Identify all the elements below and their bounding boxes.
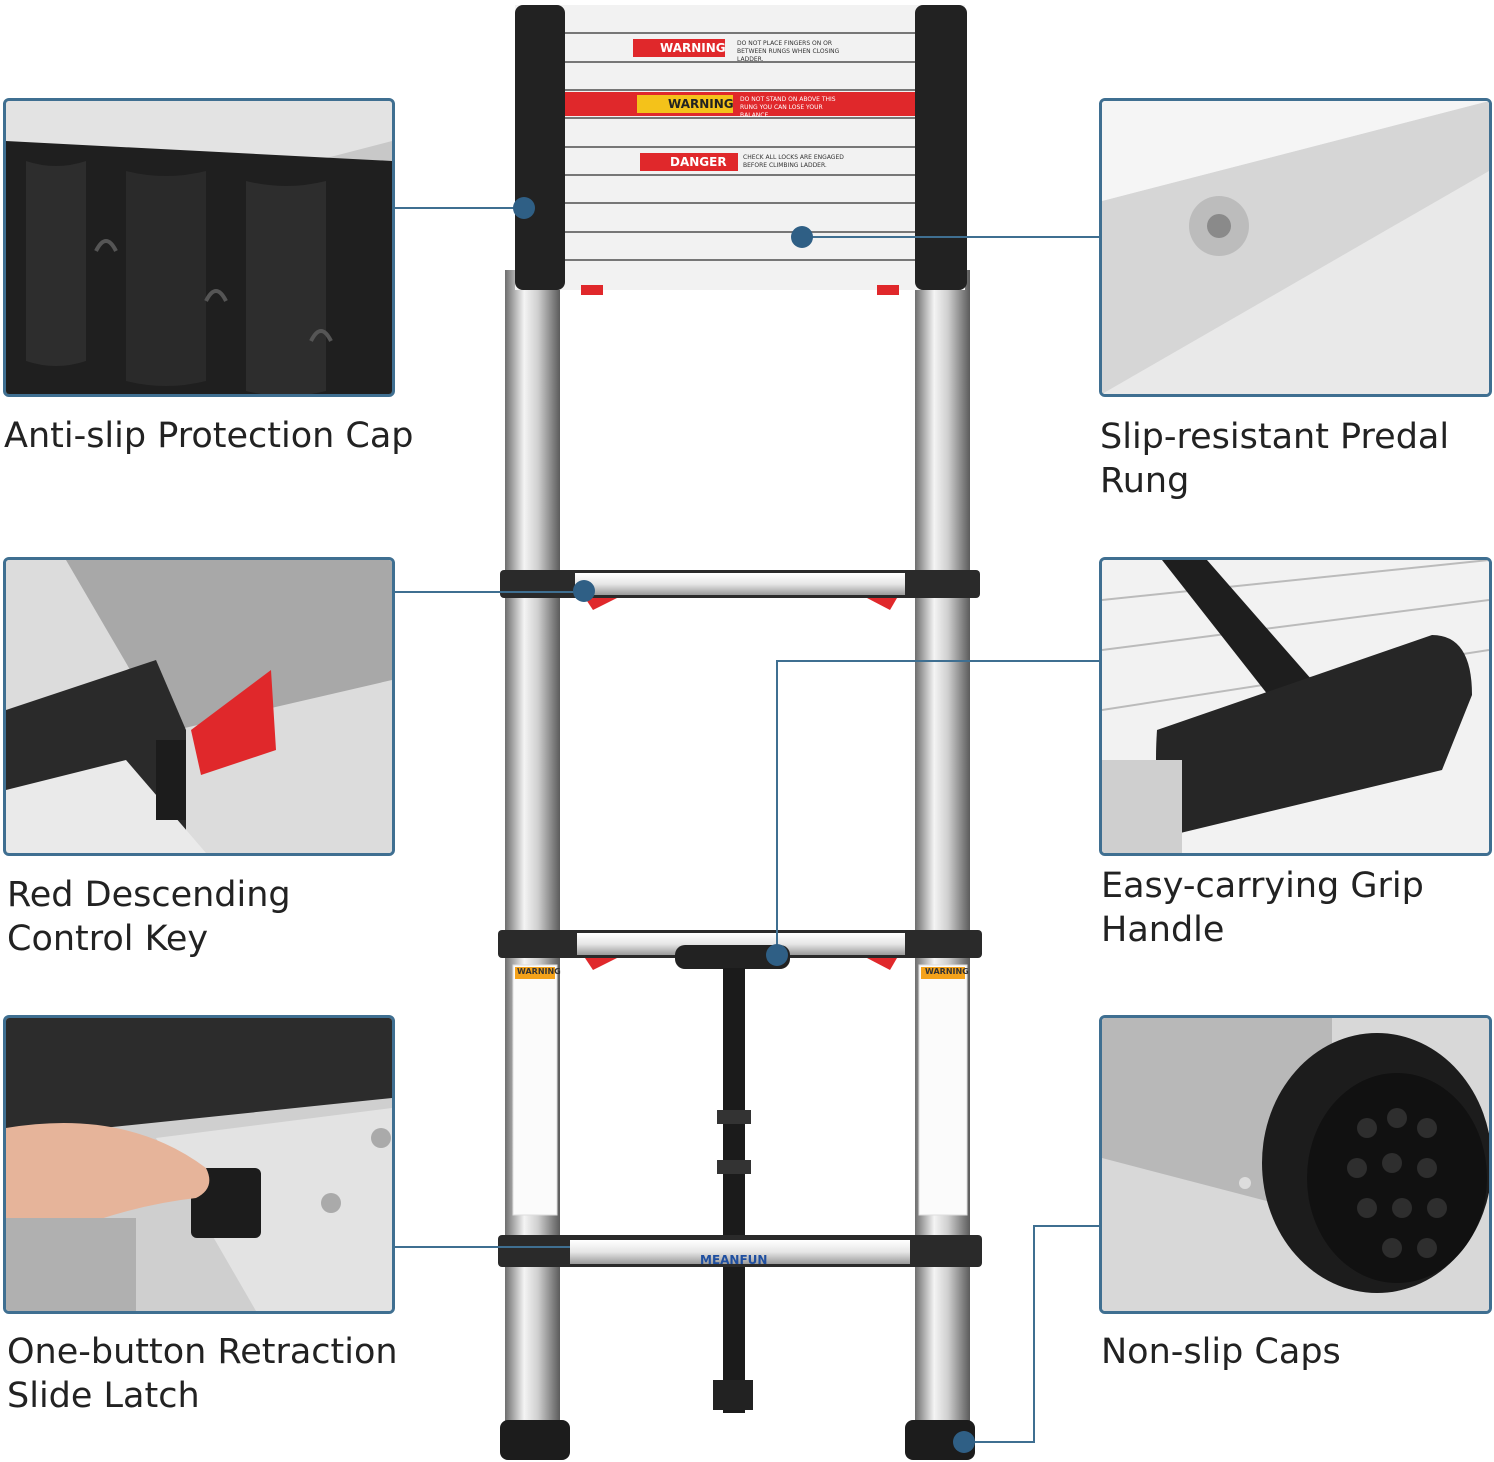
side-warning-right: WARNING xyxy=(925,967,969,976)
callout-dot-nonslip-caps xyxy=(953,1431,975,1453)
danger-label-text: CHECK ALL LOCKS ARE ENGAGED BEFORE CLIMB… xyxy=(743,154,844,169)
caption-grip-handle: Easy-carrying Grip Handle xyxy=(1101,866,1424,950)
callout-line-nonslip-horizontal xyxy=(1033,1225,1099,1227)
callout-line-nonslip-bottom xyxy=(965,1441,1035,1443)
retraction-latch-photo xyxy=(3,1015,395,1314)
callout-line-retraction-latch xyxy=(395,1246,570,1248)
callout-dot-predal-rung xyxy=(791,226,813,248)
caption-anti-slip-cap: Anti-slip Protection Cap xyxy=(4,416,414,456)
anti-slip-cap-photo xyxy=(3,98,395,397)
descending-key-photo xyxy=(3,557,395,856)
ladder-illustration xyxy=(495,0,985,1462)
grip-handle-photo xyxy=(1099,557,1492,856)
caption-predal-rung: Slip-resistant Predal Rung xyxy=(1100,417,1450,501)
callout-line-nonslip-vertical xyxy=(1033,1225,1035,1443)
callout-dot-grip-handle xyxy=(766,944,788,966)
callout-dot-anti-slip xyxy=(513,197,535,219)
warning-label-2: WARNING xyxy=(668,97,734,111)
predal-rung-photo xyxy=(1099,98,1492,397)
caption-retraction-latch: One-button Retraction Slide Latch xyxy=(7,1332,398,1416)
callout-line-predal-rung xyxy=(800,236,1099,238)
side-warning-left: WARNING xyxy=(517,967,561,976)
callout-line-grip-horizontal xyxy=(776,660,1099,662)
caption-nonslip-caps: Non-slip Caps xyxy=(1101,1332,1341,1372)
callout-dot-descending-key xyxy=(573,580,595,602)
callout-line-grip-vertical xyxy=(776,660,778,952)
warning-label-1: WARNING xyxy=(660,41,726,55)
warning-label-2-text: DO NOT STAND ON ABOVE THIS RUNG YOU CAN … xyxy=(740,96,836,119)
warning-label-1-text: DO NOT PLACE FINGERS ON OR BETWEEN RUNGS… xyxy=(737,40,840,63)
caption-descending-key: Red Descending Control Key xyxy=(7,875,291,959)
danger-label: DANGER xyxy=(670,155,727,169)
brand-logo: MEANFUN xyxy=(700,1253,768,1267)
callout-line-descending-key xyxy=(395,591,585,593)
nonslip-caps-photo xyxy=(1099,1015,1492,1314)
callout-line-anti-slip xyxy=(395,207,522,209)
